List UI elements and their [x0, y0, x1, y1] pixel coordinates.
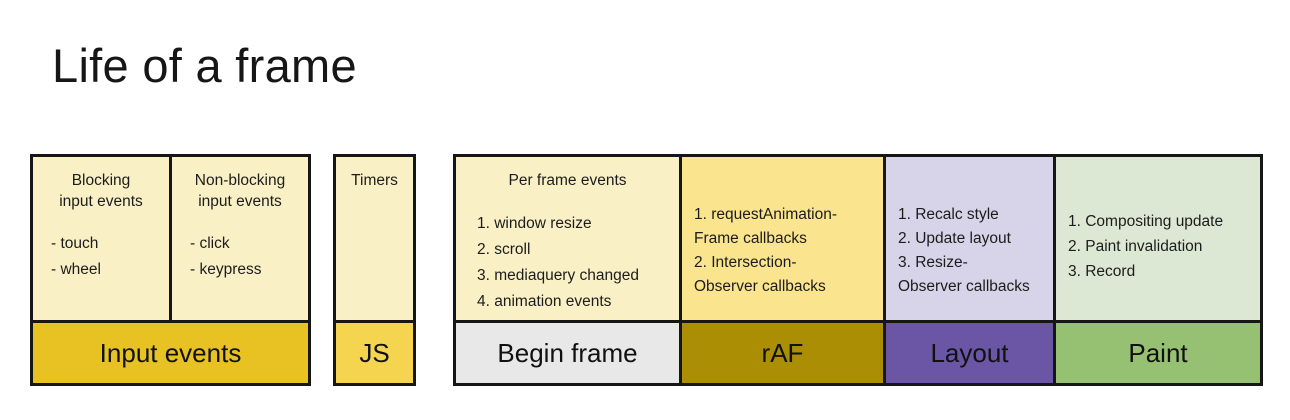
list-item: 2. Intersection- [694, 254, 797, 271]
blocking-input-heading: Blocking input events [33, 157, 169, 212]
list-item: - touch [51, 235, 99, 252]
layout-tasks-box: 1. Recalc style 2. Update layout 3. Resi… [886, 157, 1053, 320]
begin-frame-label-bar: Begin frame [456, 320, 679, 383]
blocking-input-list: - touch - wheel [33, 231, 169, 283]
paint-tasks-list: 1. Compositing update 2. Paint invalidat… [1056, 157, 1260, 284]
layout-label-bar: Layout [886, 320, 1053, 383]
list-item: 1. requestAnimation- [694, 206, 838, 223]
js-block: Timers JS [333, 154, 416, 386]
list-item: 3. Record [1068, 263, 1136, 280]
heading-line: input events [59, 193, 143, 210]
page-title: Life of a frame [52, 39, 357, 92]
list-item: 2. Paint invalidation [1068, 238, 1203, 255]
nonblocking-input-box: Non-blocking input events - click - keyp… [172, 157, 308, 320]
list-item: 3. Resize- [898, 254, 968, 271]
paint-tasks-box: 1. Compositing update 2. Paint invalidat… [1056, 157, 1260, 320]
layout-stage: 1. Recalc style 2. Update layout 3. Resi… [883, 157, 1053, 383]
per-frame-events-list: 1. window resize 2. scroll 3. mediaquery… [456, 211, 679, 315]
blocking-input-box: Blocking input events - touch - wheel [33, 157, 172, 320]
raf-callbacks-box: 1. requestAnimation- Frame callbacks 2. … [682, 157, 883, 320]
timers-box: Timers [336, 157, 413, 320]
paint-stage: 1. Compositing update 2. Paint invalidat… [1053, 157, 1260, 383]
list-item: Frame callbacks [694, 230, 807, 247]
list-item: 1. Compositing update [1068, 213, 1224, 230]
heading-line: Blocking [71, 172, 131, 189]
input-events-label-bar: Input events [33, 320, 308, 383]
list-item: Observer callbacks [694, 278, 826, 295]
layout-tasks-list: 1. Recalc style 2. Update layout 3. Resi… [886, 157, 1053, 299]
begin-frame-stage: Per frame events 1. window resize 2. scr… [456, 157, 679, 383]
nonblocking-input-heading: Non-blocking input events [172, 157, 308, 212]
raf-stage: 1. requestAnimation- Frame callbacks 2. … [679, 157, 883, 383]
raf-label-bar: rAF [682, 320, 883, 383]
list-item: 2. scroll [477, 241, 531, 258]
per-frame-events-box: Per frame events 1. window resize 2. scr… [456, 157, 679, 320]
list-item: - wheel [51, 261, 101, 278]
timers-heading: Timers [351, 172, 398, 189]
raf-callbacks-list: 1. requestAnimation- Frame callbacks 2. … [682, 157, 883, 299]
list-item: 3. mediaquery changed [477, 267, 640, 284]
input-events-block: Blocking input events - touch - wheel No… [30, 154, 311, 386]
input-events-content: Blocking input events - touch - wheel No… [33, 157, 308, 320]
list-item: Observer callbacks [898, 278, 1030, 295]
frame-pipeline-block: Per frame events 1. window resize 2. scr… [453, 154, 1263, 386]
list-item: - keypress [190, 261, 262, 278]
nonblocking-input-list: - click - keypress [172, 231, 308, 283]
per-frame-events-heading: Per frame events [508, 172, 627, 189]
heading-line: input events [198, 193, 282, 210]
paint-label-bar: Paint [1056, 320, 1260, 383]
js-label-bar: JS [336, 320, 413, 383]
heading-line: Non-blocking [194, 172, 286, 189]
list-item: 1. Recalc style [898, 206, 999, 223]
list-item: 4. animation events [477, 293, 612, 310]
list-item: 2. Update layout [898, 230, 1011, 247]
list-item: 1. window resize [477, 215, 592, 232]
list-item: - click [190, 235, 230, 252]
